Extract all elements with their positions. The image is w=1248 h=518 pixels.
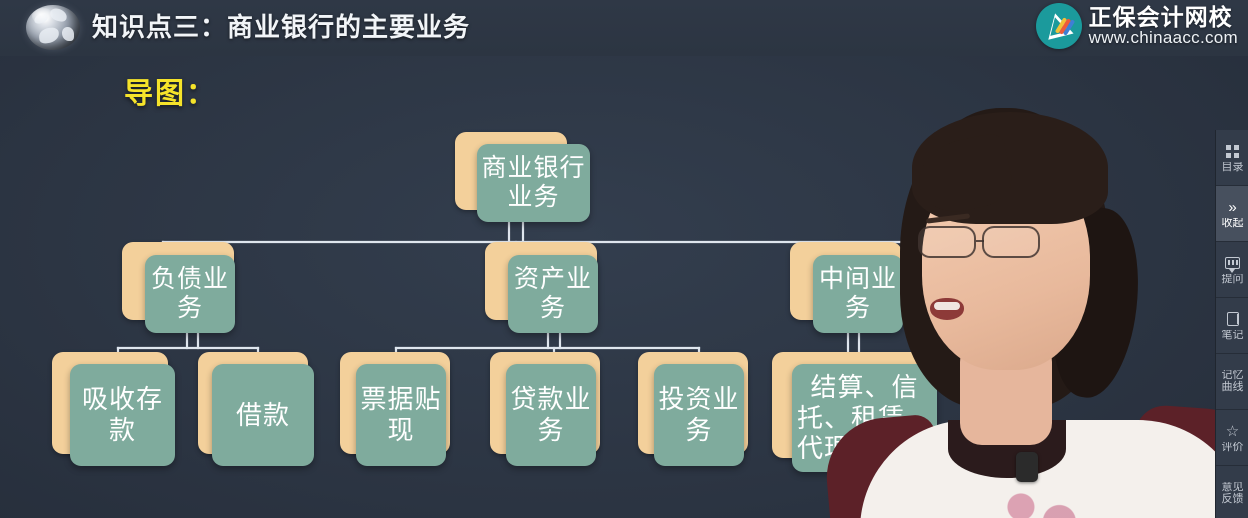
sidebar-item-feedback[interactable]: 意见反馈 <box>1216 466 1248 518</box>
sidebar-item-label: 目录 <box>1221 161 1244 173</box>
chevron-double-right-icon: » <box>1228 198 1237 216</box>
node-card[interactable]: 商业银行业务 <box>477 144 590 222</box>
node-card[interactable]: 资产业务 <box>508 255 598 333</box>
node-intermediary[interactable]: 中间业务 <box>790 242 927 334</box>
sidebar-item-collapse[interactable]: » 收起 <box>1216 186 1248 242</box>
node-card[interactable]: 借款 <box>212 364 314 466</box>
instructor-teeth <box>934 302 960 310</box>
sidebar-item-label: 意见反馈 <box>1221 481 1244 505</box>
sidebar-item-label: 收起 <box>1221 217 1244 229</box>
sidebar-item-label: 笔记 <box>1221 329 1244 341</box>
instructor-floral-print <box>996 482 1092 518</box>
sidebar-item-ask[interactable]: 提问 <box>1216 242 1248 298</box>
tools-sidebar[interactable]: 目录 » 收起 提问 笔记 记忆曲线 ☆ 评价 意见反馈 <box>1215 130 1248 518</box>
node-liability[interactable]: 负债业务 <box>122 242 259 334</box>
node-card[interactable]: 吸收存款 <box>70 364 175 466</box>
star-icon: ☆ <box>1225 422 1240 440</box>
sidebar-item-memory-curve[interactable]: 记忆曲线 <box>1216 354 1248 410</box>
instructor-glasses-right <box>982 226 1040 258</box>
node-asset[interactable]: 资产业务 <box>485 242 622 334</box>
instructor-video-overlay <box>800 90 1248 518</box>
chat-bubble-icon <box>1225 254 1240 274</box>
page-title: 知识点三：商业银行的主要业务 <box>92 12 471 42</box>
node-bill-discount[interactable]: 票据贴现 <box>340 352 472 466</box>
node-deposits[interactable]: 吸收存款 <box>52 352 192 466</box>
chinaacc-logo-icon <box>1035 3 1082 49</box>
node-card[interactable]: 负债业务 <box>145 255 235 333</box>
instructor-glasses-left <box>918 226 976 258</box>
grid-icon <box>1226 142 1239 161</box>
instructor-lapel-mic <box>1016 452 1038 482</box>
node-loan[interactable]: 贷款业务 <box>490 352 622 466</box>
sidebar-item-contents[interactable]: 目录 <box>1216 130 1248 186</box>
node-investment[interactable]: 投资业务 <box>638 352 770 466</box>
node-card[interactable]: 中间业务 <box>813 255 903 333</box>
sidebar-item-notes[interactable]: 笔记 <box>1216 298 1248 354</box>
globe-icon <box>26 5 80 50</box>
node-card[interactable]: 投资业务 <box>654 364 744 466</box>
sidebar-item-rating[interactable]: ☆ 评价 <box>1216 410 1248 466</box>
node-card[interactable]: 贷款业务 <box>506 364 596 466</box>
node-borrowing[interactable]: 借款 <box>198 352 328 466</box>
brand-name: 正保会计网校 <box>1088 4 1233 30</box>
instructor-glasses-bridge <box>976 240 984 242</box>
node-card[interactable]: 票据贴现 <box>356 364 446 466</box>
brand-url: www.chinaacc.com <box>1088 28 1238 48</box>
sidebar-item-label: 记忆曲线 <box>1221 369 1244 393</box>
slide-header: 知识点三：商业银行的主要业务 正保会计网校 www.chinaacc.com <box>0 0 1248 56</box>
brand-logo: 正保会计网校 www.chinaacc.com <box>1035 1 1238 51</box>
section-label: 导图： <box>124 78 218 110</box>
sidebar-item-label: 提问 <box>1221 273 1244 285</box>
node-root[interactable]: 商业银行业务 <box>455 132 590 222</box>
note-icon <box>1226 310 1239 329</box>
sidebar-item-label: 评价 <box>1221 441 1244 453</box>
